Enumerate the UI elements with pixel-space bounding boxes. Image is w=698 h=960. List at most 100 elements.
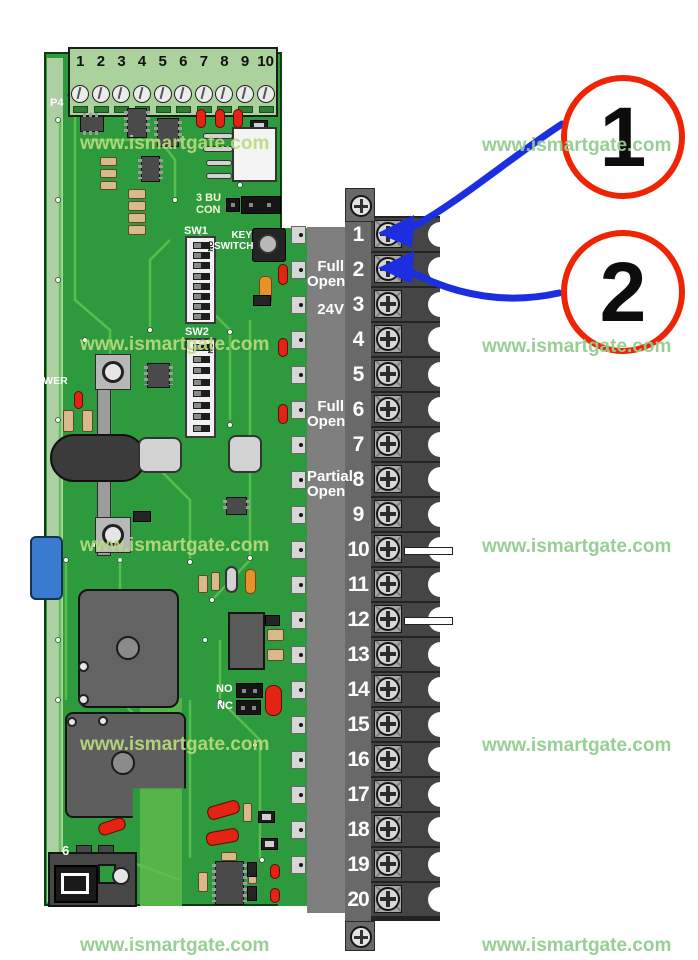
ic-chip (138, 156, 163, 182)
led (215, 109, 225, 128)
watermark-text: www.ismartgate.com (80, 734, 270, 755)
connector6-label: 6 (62, 843, 70, 858)
terminal-row (371, 463, 453, 496)
terminal-number: 2 (352, 258, 365, 281)
resistor (243, 803, 252, 822)
relay-screw (67, 717, 77, 727)
circuit-board-edge-extension (278, 228, 308, 906)
p4-pin: 1 (70, 49, 91, 115)
p4-solder-pad (155, 106, 171, 113)
cylinder-capacitor (138, 437, 182, 473)
sw1-label: SW1 (184, 225, 208, 237)
terminal-row (371, 428, 453, 461)
capacitor-red (270, 888, 280, 903)
terminal-row (371, 253, 453, 286)
watermark-text: www.ismartgate.com (482, 735, 672, 756)
jumper-no (236, 683, 263, 698)
terminal-number: 8 (352, 468, 365, 491)
p4-label: P4 (50, 97, 64, 109)
watermark-text: www.ismartgate.com (80, 535, 270, 556)
dip-slider (193, 355, 210, 363)
terminal-screw (376, 292, 400, 316)
edge-tab (291, 366, 306, 384)
edge-tab (291, 646, 306, 664)
p4-solder-pad (73, 106, 89, 113)
p4-screw (91, 85, 110, 103)
terminal-row (371, 218, 453, 251)
terminal-screw (376, 327, 400, 351)
resistor (128, 225, 146, 235)
terminal-block-column (371, 216, 453, 921)
dip-slider (193, 390, 210, 397)
p4-pin-number: 5 (158, 53, 167, 70)
transistor (253, 295, 271, 306)
terminal-screw (376, 782, 400, 806)
mounting-screw (350, 195, 372, 217)
terminal-number: 3 (352, 293, 365, 316)
terminal-row (371, 498, 453, 531)
key-switch-label-line1: KEY (231, 230, 252, 241)
watermark-text: www.ismartgate.com (80, 334, 270, 355)
terminal-number: 11 (347, 573, 369, 596)
terminal-number: 4 (352, 328, 365, 351)
dip-slider (193, 252, 210, 260)
resistor (63, 410, 74, 432)
terminal-notch (428, 572, 453, 597)
p4-pin: 4 (132, 49, 153, 115)
edge-tab (291, 856, 306, 874)
edge-tab (291, 296, 306, 314)
terminal-row (371, 288, 453, 321)
jumper-nc (236, 700, 261, 715)
terminal-row (371, 848, 453, 881)
mount-screw (102, 361, 124, 383)
terminal-number: 1 (352, 223, 365, 246)
ic-chip (80, 113, 104, 135)
edge-tab (291, 436, 306, 454)
p4-solder-pad (258, 106, 274, 113)
callout-2-badge: 2 (561, 230, 685, 354)
resistor (100, 157, 117, 166)
component (265, 615, 280, 626)
terminal-number: 16 (347, 748, 369, 771)
p4-screw (194, 85, 213, 103)
terminal-screw (376, 502, 400, 526)
dip-slider (193, 262, 210, 270)
p4-pin: 5 (152, 49, 173, 115)
terminal-notch (428, 467, 453, 492)
p4-screw (153, 85, 172, 103)
dip-slider (193, 424, 210, 432)
edge-tab (291, 821, 306, 839)
relay-screw (78, 661, 89, 672)
ic-chip (212, 861, 247, 905)
led (74, 391, 83, 409)
wire-stub (404, 547, 453, 555)
terminal-row (371, 743, 453, 776)
terminal-screw (376, 852, 400, 876)
terminal-notch (428, 222, 453, 247)
component (247, 886, 257, 901)
p4-pin-number: 10 (257, 53, 274, 70)
p4-pin-number: 8 (220, 53, 229, 70)
power-label: POWER (28, 375, 68, 387)
terminal-screw (376, 607, 400, 631)
connector-pin (206, 160, 232, 166)
edge-tab (291, 506, 306, 524)
watermark-text: www.ismartgate.com (482, 135, 672, 156)
p4-screw (174, 85, 193, 103)
terminal-notch (428, 747, 453, 772)
terminal-screw (376, 257, 400, 281)
strip-top-mount (345, 188, 375, 222)
key-switch-plunger (258, 234, 278, 254)
p4-pin: 10 (255, 49, 276, 115)
p4-pin: 6 (173, 49, 194, 115)
terminal-notch (428, 327, 453, 352)
terminal-screw (376, 642, 400, 666)
resistor (82, 410, 93, 432)
led (278, 404, 288, 424)
callout-number: 2 (599, 245, 647, 339)
capacitor-red (265, 685, 282, 716)
key-switch-label-line2: SWITCH (214, 241, 254, 252)
terminal-screw (376, 712, 400, 736)
transistor (267, 649, 284, 661)
